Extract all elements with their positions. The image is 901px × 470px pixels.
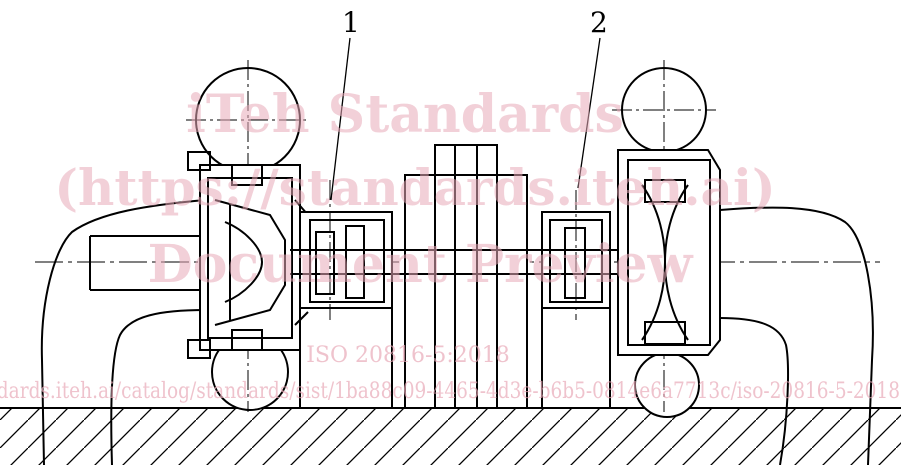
left-inlet-pipe [40, 199, 206, 466]
callout-label-1: 1 [342, 6, 360, 39]
watermark-line-5: https://standards.iteh.ai/catalog/standa… [0, 379, 900, 404]
bearing-2 [527, 190, 640, 409]
right-outlet-pipe [719, 206, 874, 466]
leader-line-1 [330, 37, 351, 201]
right-machine [612, 60, 721, 418]
leader-line-2 [577, 37, 601, 189]
left-machine [186, 60, 310, 412]
watermark-line-1: iTeh Standards [186, 84, 624, 145]
watermark: iTeh Standards (https://standards.iteh.a… [0, 84, 900, 404]
bearing-1 [290, 180, 410, 409]
central-motor [404, 144, 528, 409]
watermark-line-4: ISO 20816-5:2018 [306, 343, 510, 368]
watermark-line-3: Document Preview [148, 234, 694, 295]
watermark-line-2: (https://standards.iteh.ai) [54, 158, 775, 217]
callout-label-2: 2 [590, 6, 608, 39]
foundation [0, 407, 901, 465]
